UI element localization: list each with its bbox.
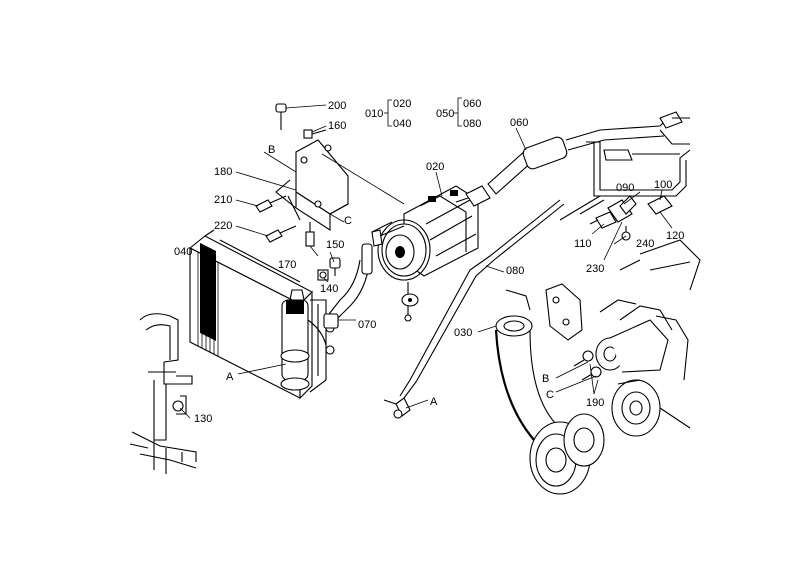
- label-060-hose: 060: [510, 117, 528, 129]
- label-200: 200: [328, 100, 346, 112]
- part-labels: 200 160 010 020 040 050 060 080 060 B 18…: [174, 98, 684, 425]
- label-010: 010: [365, 108, 383, 120]
- label-230: 230: [586, 263, 604, 275]
- idler-bracket: [505, 239, 701, 381]
- label-100: 100: [654, 179, 672, 191]
- label-020: 020: [393, 98, 411, 110]
- compressor-part: [377, 185, 479, 322]
- label-060: 060: [463, 98, 481, 110]
- label-150: 150: [326, 239, 344, 251]
- label-240: 240: [636, 238, 654, 250]
- frame-mount: [129, 313, 197, 474]
- hose-070: [323, 221, 405, 329]
- label-190: 190: [586, 397, 604, 409]
- label-120: 120: [666, 230, 684, 242]
- label-040: 040: [393, 118, 411, 130]
- label-140: 140: [320, 283, 338, 295]
- label-180: 180: [214, 166, 232, 178]
- hose-060: [455, 111, 690, 207]
- condenser-part: [188, 229, 335, 400]
- label-c-lower: C: [546, 389, 554, 401]
- label-a-lower: A: [430, 396, 438, 408]
- label-170: 170: [278, 259, 296, 271]
- label-b-lower: B: [542, 373, 549, 385]
- belt-and-pulleys: [494, 315, 691, 495]
- label-020-compressor: 020: [426, 161, 444, 173]
- label-110: 110: [574, 238, 592, 250]
- label-c-top: C: [344, 215, 352, 227]
- label-050: 050: [436, 108, 454, 120]
- label-130: 130: [194, 413, 212, 425]
- label-090: 090: [616, 182, 634, 194]
- label-210: 210: [214, 194, 232, 206]
- label-080: 080: [463, 118, 481, 130]
- label-040-condenser: 040: [174, 246, 192, 258]
- pipe-assembly: [559, 141, 691, 241]
- label-a-left: A: [226, 371, 234, 383]
- label-160: 160: [328, 120, 346, 132]
- label-b-top: B: [268, 144, 275, 156]
- label-080-pipe: 080: [506, 265, 524, 277]
- pipe-080: [383, 199, 565, 419]
- fasteners: [317, 257, 341, 281]
- compressor-bracket: [255, 103, 349, 247]
- leader-lines: [179, 97, 673, 419]
- label-030: 030: [454, 327, 472, 339]
- label-070: 070: [358, 319, 376, 331]
- label-220: 220: [214, 220, 232, 232]
